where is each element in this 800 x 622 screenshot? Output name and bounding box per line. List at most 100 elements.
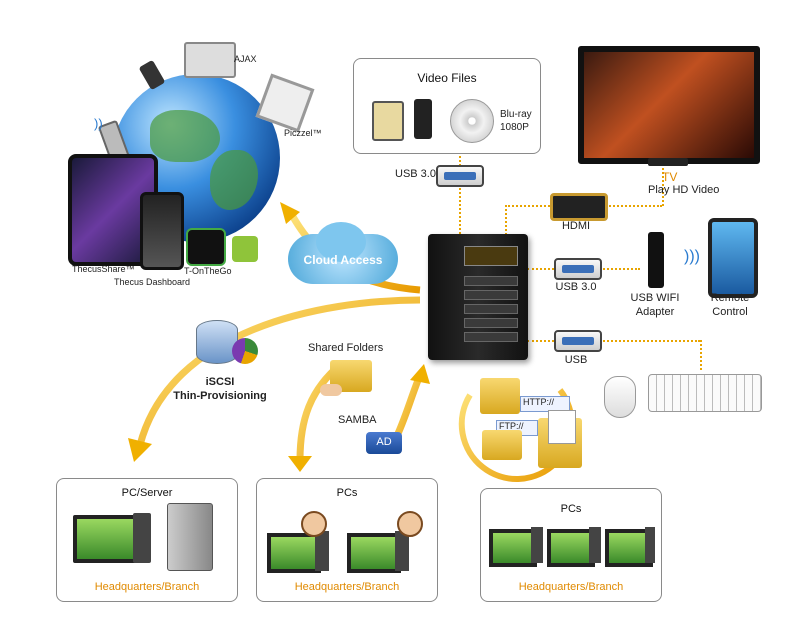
pc-monitor-icon xyxy=(547,529,595,567)
usb30-right-port xyxy=(554,258,602,280)
group-box-pc-server: PC/Server Headquarters/Branch xyxy=(56,478,238,602)
t-onthego-app-icon xyxy=(186,228,226,266)
ftp-folder-icon-3 xyxy=(482,430,522,460)
video-files-box: Video Files Blu-ray 1080P xyxy=(353,58,541,154)
samba-label: SAMBA xyxy=(338,414,377,426)
line-tv-down xyxy=(662,168,664,206)
android-icon xyxy=(232,236,258,262)
group-footer: Headquarters/Branch xyxy=(294,581,400,593)
tv-stand xyxy=(648,158,688,166)
iscsi-pie-icon xyxy=(232,338,258,364)
group-title: PCs xyxy=(336,487,358,499)
ajax-label: AJAX xyxy=(234,54,257,64)
pc-tower-icon xyxy=(589,527,601,563)
line-keyboard-down xyxy=(700,340,702,370)
nas-bay-1 xyxy=(464,276,518,286)
wifi-signal-icon: ))) xyxy=(684,248,700,265)
line-usb30-to-wifi xyxy=(600,268,640,270)
arrow-ad xyxy=(391,373,424,442)
shared-folders-label: Shared Folders xyxy=(308,342,384,354)
wifi-signal-icon-2: )) xyxy=(94,116,103,131)
tv-screen xyxy=(578,46,760,164)
hand-icon xyxy=(320,384,342,396)
control-label: Control xyxy=(712,306,748,318)
tv-title: TV xyxy=(662,170,678,184)
mouse-icon xyxy=(604,376,636,418)
cloud-access-label: Cloud Access xyxy=(303,253,383,267)
bluray-label: Blu-ray xyxy=(500,109,532,120)
thecus-share-label: ThecusShare™ xyxy=(72,264,135,274)
tv-subtitle: Play HD Video xyxy=(648,184,720,196)
group-footer: Headquarters/Branch xyxy=(94,581,200,593)
smartphone-remote-icon xyxy=(708,218,758,298)
line-nas-to-hdmi xyxy=(505,205,550,207)
usb-port xyxy=(554,330,602,352)
arrow-ad-head xyxy=(410,364,430,384)
usb-wifi-label: USB WIFI xyxy=(630,292,680,304)
pc-monitor-icon xyxy=(267,533,321,573)
pc-monitor-icon xyxy=(73,515,137,563)
nas-bay-2 xyxy=(464,290,518,300)
keyboard-icon xyxy=(648,374,762,412)
iscsi-label: iSCSI xyxy=(205,376,235,388)
http-tag: HTTP:// xyxy=(520,396,570,412)
pc-tower-icon xyxy=(645,527,655,563)
nas-bay-4 xyxy=(464,318,518,328)
group-title: PCs xyxy=(560,503,582,515)
usb30-right-label: USB 3.0 xyxy=(555,281,597,293)
bluray-res-label: 1080P xyxy=(500,122,529,133)
nas-bay-3 xyxy=(464,304,518,314)
arrow-nas-to-iscsi xyxy=(136,296,421,446)
arrow-cloud-head xyxy=(280,202,300,224)
group-box-pcs-2: PCs Headquarters/Branch xyxy=(480,488,662,602)
bluray-disc-icon xyxy=(450,99,494,143)
thecus-dashboard-label: Thecus Dashboard xyxy=(114,277,191,287)
globe-land xyxy=(150,110,220,162)
line-hdmi-to-tv xyxy=(602,205,662,207)
line-nas-hdmi-v xyxy=(505,205,507,235)
video-files-title: Video Files xyxy=(417,71,477,85)
pc-monitor-icon xyxy=(347,533,401,573)
line-video-to-nas xyxy=(459,152,461,234)
usb30-top-port xyxy=(436,165,484,187)
hdmi-label: HDMI xyxy=(561,220,591,232)
laptop-icon xyxy=(184,42,236,78)
iscsi-db-icon xyxy=(196,320,238,364)
ftp-folder-icon-1 xyxy=(480,378,520,414)
server-tower-icon xyxy=(167,503,213,571)
user-avatar-icon xyxy=(301,511,327,537)
pc-tower-icon xyxy=(531,527,543,563)
line-nas-to-usb30 xyxy=(527,268,554,270)
cloud-bump xyxy=(316,222,366,262)
pc-tower-icon xyxy=(133,513,151,563)
http-label: HTTP:// xyxy=(523,397,554,407)
arrow-iscsi-head xyxy=(128,438,152,462)
ftp-label: FTP:// xyxy=(499,421,524,431)
ad-label: AD xyxy=(376,436,392,448)
sd-card-icon xyxy=(372,101,404,141)
pc-tower-icon xyxy=(395,531,409,571)
nas-device xyxy=(428,234,528,360)
document-icon xyxy=(548,410,576,444)
group-footer: Headquarters/Branch xyxy=(518,581,624,593)
hdmi-port xyxy=(550,193,608,221)
t-onthego-label: T-OnTheGo xyxy=(184,266,232,276)
usb30-top-label: USB 3.0 xyxy=(395,168,436,180)
phone-icon xyxy=(140,192,184,270)
arrow-shared-head xyxy=(288,456,312,472)
usb-label: USB xyxy=(564,354,588,366)
user-avatar-icon xyxy=(397,511,423,537)
usb-stick-icon xyxy=(414,99,432,139)
nas-lcd xyxy=(464,246,518,266)
nas-bay-5 xyxy=(464,332,518,342)
ad-badge: AD xyxy=(366,432,402,454)
remote-label: Remote xyxy=(710,292,750,304)
adapter-label: Adapter xyxy=(635,306,675,318)
usb-wifi-adapter-icon xyxy=(648,232,664,288)
line-usb-to-keyboard xyxy=(600,340,700,342)
group-title: PC/Server xyxy=(121,487,173,499)
line-nas-to-usb xyxy=(527,340,554,342)
piczzel-label: Piczzel™ xyxy=(284,128,322,138)
group-box-pcs-1: PCs Headquarters/Branch xyxy=(256,478,438,602)
pc-monitor-icon xyxy=(489,529,537,567)
